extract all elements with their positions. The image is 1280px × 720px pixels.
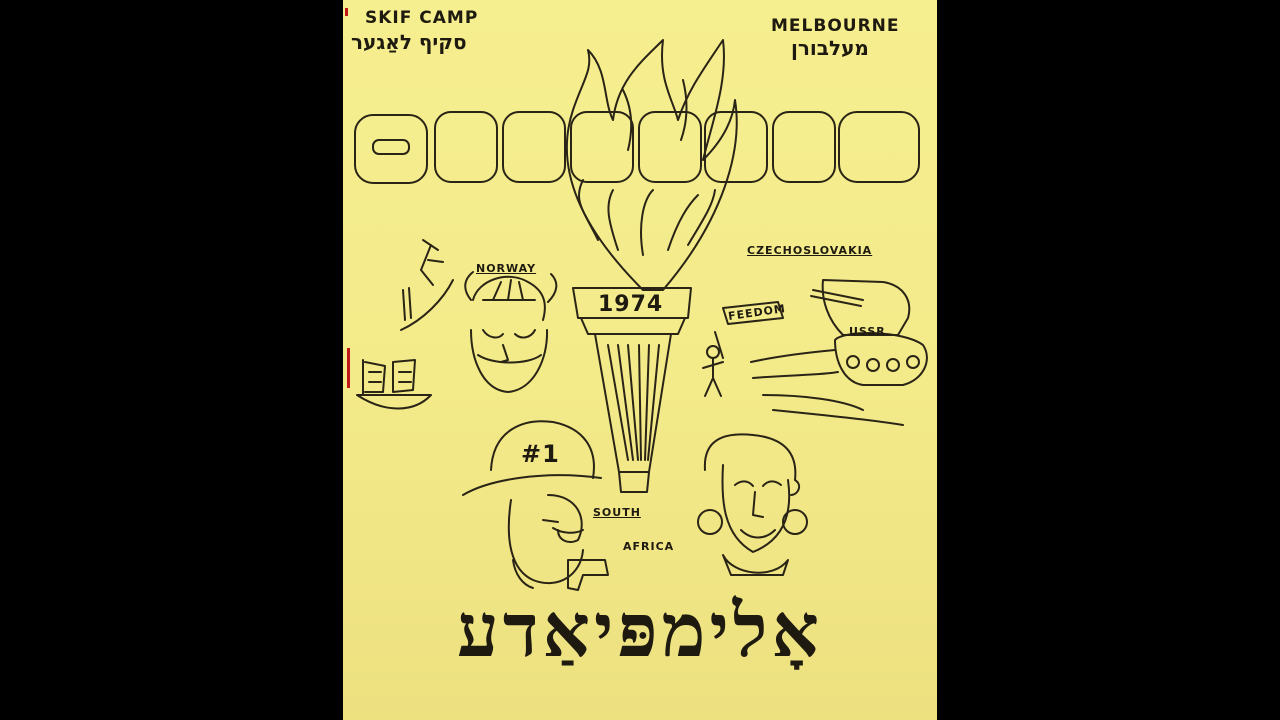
viking-head-drawing — [464, 271, 558, 393]
protester-with-sign — [702, 301, 784, 397]
helmet-number-label: #1 — [521, 440, 560, 468]
camp-title-english: SKIF CAMP — [365, 8, 479, 28]
african-face-drawing — [697, 433, 808, 576]
torch-body — [572, 287, 692, 493]
year-label: 1974 — [598, 292, 664, 317]
czechoslovakia-label: CZECHOSLOVAKIA — [747, 244, 873, 257]
south-label: SOUTH — [593, 506, 641, 519]
city-yiddish: מעלבורן — [791, 36, 869, 60]
yiddish-olympiad-title: אָלימפּיאַדע — [456, 588, 824, 674]
boat-drawing — [356, 359, 432, 410]
norway-label: NORWAY — [476, 262, 537, 275]
poster-drawing — [354, 39, 928, 591]
ussr-tank-drawing — [750, 279, 928, 426]
torch-flame — [565, 39, 738, 291]
red-mark-middle — [347, 348, 350, 388]
ussr-tank-label: USSR — [849, 325, 886, 338]
skier-drawing — [400, 239, 454, 331]
city-english: MELBOURNE — [771, 16, 900, 36]
red-mark-top — [345, 8, 348, 16]
poster-sheet: SKIF CAMP סקיף לאַגער MELBOURNE מעלבורן — [343, 0, 937, 720]
camp-title-yiddish: סקיף לאַגער — [351, 30, 467, 54]
africa-label: AFRICA — [623, 540, 675, 553]
helmeted-soldier-drawing — [462, 420, 609, 591]
olympics-title-outline — [354, 111, 920, 184]
